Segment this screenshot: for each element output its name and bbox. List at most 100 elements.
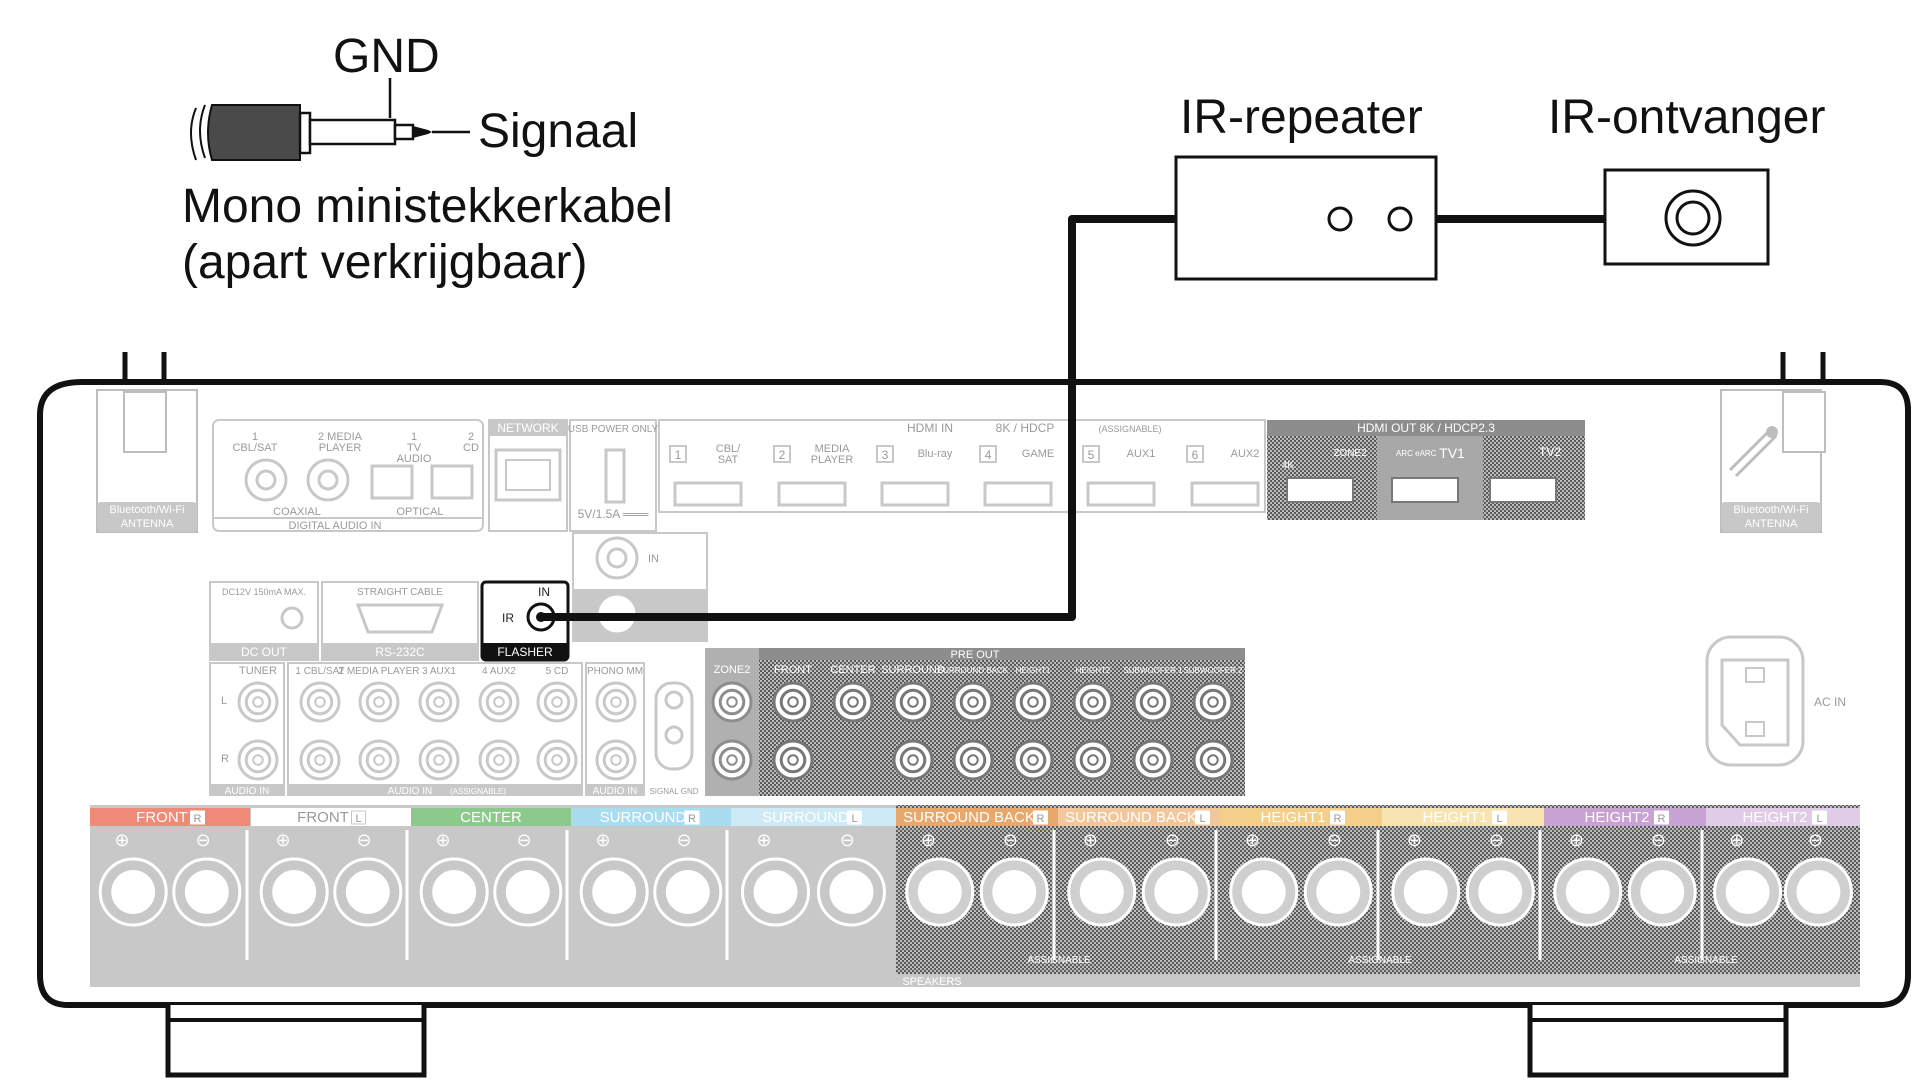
pre-out-jack-icon: [772, 739, 814, 781]
plus-terminal-icon: ⊕: [435, 830, 450, 850]
plus-terminal-icon: ⊕: [1407, 830, 1422, 850]
speaker-side-label: R: [688, 813, 696, 825]
antenna-left: Bluetooth/Wi-Fi ANTENNA: [96, 389, 198, 533]
pre-out-jack-icon: [1132, 739, 1174, 781]
svg-text:2 MEDIA: 2 MEDIA: [318, 431, 363, 443]
svg-text:1: 1: [411, 431, 417, 443]
svg-text:ZONE2: ZONE2: [1333, 448, 1367, 459]
minus-terminal-icon: ⊖: [1489, 830, 1504, 850]
svg-text:TUNER: TUNER: [239, 665, 277, 677]
pre-out-channel-label: HEIGHT2: [1076, 666, 1111, 675]
svg-text:ANTENNA: ANTENNA: [121, 518, 174, 530]
minus-terminal-icon: ⊖: [1651, 830, 1666, 850]
svg-text:5V/1.5A ═══: 5V/1.5A ═══: [578, 507, 649, 521]
dc-out: DC12V 150mA MAX. DC OUT: [209, 581, 319, 661]
minus-terminal-icon: ⊖: [840, 830, 855, 850]
hdmi-port-number: 1: [675, 448, 682, 462]
minus-terminal-icon: ⊖: [517, 830, 532, 850]
audio-in-r-jack-icon: [595, 739, 637, 781]
minus-terminal-icon: ⊖: [677, 830, 692, 850]
svg-text:COAXIAL: COAXIAL: [273, 506, 321, 518]
audio-in-channel-label: 2 MEDIA PLAYER: [339, 666, 420, 677]
svg-text:DIGITAL AUDIO IN: DIGITAL AUDIO IN: [289, 520, 382, 532]
plus-terminal-icon: ⊕: [275, 830, 290, 850]
minus-terminal-icon: ⊖: [1808, 830, 1823, 850]
plus-terminal-icon: ⊕: [595, 830, 610, 850]
ir-repeater-jack-2: [1387, 206, 1413, 232]
binding-post-minus-icon: [1465, 857, 1535, 927]
svg-text:HDMI OUT 8K / HDCP2.3: HDMI OUT 8K / HDCP2.3: [1357, 421, 1495, 435]
antenna-right: Bluetooth/Wi-Fi ANTENNA: [1720, 389, 1826, 533]
pre-out-jack-icon: [1192, 681, 1234, 723]
audio-in-r-jack-icon: [237, 739, 279, 781]
minus-terminal-icon: ⊖: [196, 830, 211, 850]
binding-post-minus-icon: [1141, 857, 1211, 927]
svg-text:RS-232C: RS-232C: [375, 645, 425, 659]
audio-in-channel-label: 4 AUX2: [482, 666, 516, 677]
svg-text:CD: CD: [463, 442, 479, 454]
hdmi-port-name: AUX1: [1127, 448, 1156, 460]
binding-post-plus-icon: [579, 857, 649, 927]
svg-text:1: 1: [252, 431, 258, 443]
plus-terminal-icon: ⊕: [1569, 830, 1584, 850]
speaker-group-name: FRONT: [297, 809, 349, 826]
speaker-group-name: HEIGHT2: [1742, 809, 1807, 826]
pre-out-channel-label: FRONT: [774, 664, 812, 676]
audio-in-l-jack-icon: [237, 681, 279, 723]
svg-text:DC OUT: DC OUT: [241, 645, 288, 659]
speaker-group-name: SURROUND BACK: [1065, 809, 1197, 826]
pre-out-jack-icon: [1072, 681, 1114, 723]
binding-post-minus-icon: [1627, 857, 1697, 927]
speaker-side-label: L: [1496, 813, 1502, 825]
svg-text:ASSIGNABLE: ASSIGNABLE: [1674, 955, 1738, 966]
signal-label: Signaal: [478, 105, 638, 158]
pre-out-channel-label: SUBWOOFER 1: [1123, 666, 1183, 675]
svg-text:AC IN: AC IN: [1814, 695, 1846, 709]
binding-post-plus-icon: [259, 857, 329, 927]
speaker-side-label: L: [1816, 813, 1822, 825]
speaker-side-label: R: [1037, 813, 1045, 825]
hdmi-port-name: MEDIA: [815, 443, 851, 455]
speaker-group-height1-l: HEIGHT1 L ⊕ ⊖: [1376, 808, 1544, 960]
hdmi-port-name: GAME: [1022, 448, 1054, 460]
svg-text:IR: IR: [502, 611, 514, 625]
binding-post-minus-icon: [653, 857, 723, 927]
svg-text:TV1: TV1: [1439, 445, 1465, 461]
binding-post-plus-icon: [905, 857, 975, 927]
svg-text:DC12V 150mA MAX.: DC12V 150mA MAX.: [222, 587, 306, 597]
cable-label-line2: (apart verkrijgbaar): [182, 236, 587, 289]
speaker-group-name: HEIGHT2: [1584, 809, 1649, 826]
binding-post-minus-icon: [172, 857, 242, 927]
pre-out-jack-icon: [1072, 739, 1114, 781]
binding-post-plus-icon: [98, 857, 168, 927]
ir-receiver-sensor-icon: [1664, 189, 1722, 247]
speaker-side-label: L: [355, 813, 361, 825]
hdmi-out: HDMI OUT 8K / HDCP2.3 TV1 ARC eARC ZONE2…: [1267, 420, 1585, 520]
svg-text:IN: IN: [538, 585, 550, 599]
hdmi-port-number: 2: [779, 448, 786, 462]
ir-repeater-jack-1: [1327, 206, 1353, 232]
speaker-group-name: SURROUND: [762, 809, 849, 826]
minus-terminal-icon: ⊖: [1165, 830, 1180, 850]
usb-port: USB POWER ONLY 5V/1.5A ═══: [568, 419, 659, 532]
audio-in-r-jack-icon: [418, 739, 460, 781]
plus-terminal-icon: ⊕: [114, 830, 129, 850]
binding-post-minus-icon: [1783, 857, 1853, 927]
binding-post-plus-icon: [741, 857, 811, 927]
ir-cable: [541, 215, 1176, 621]
audio-in-l-jack-icon: [536, 681, 578, 723]
svg-text:SPEAKERS: SPEAKERS: [902, 976, 961, 988]
remote-control-in: IN REMOTE CONTROL: [572, 532, 708, 655]
pre-out-jack-icon: [1192, 739, 1234, 781]
speaker-side-label: R: [194, 813, 202, 825]
speaker-group-name: CENTER: [460, 809, 522, 826]
speaker-group-name: HEIGHT1: [1422, 809, 1487, 826]
